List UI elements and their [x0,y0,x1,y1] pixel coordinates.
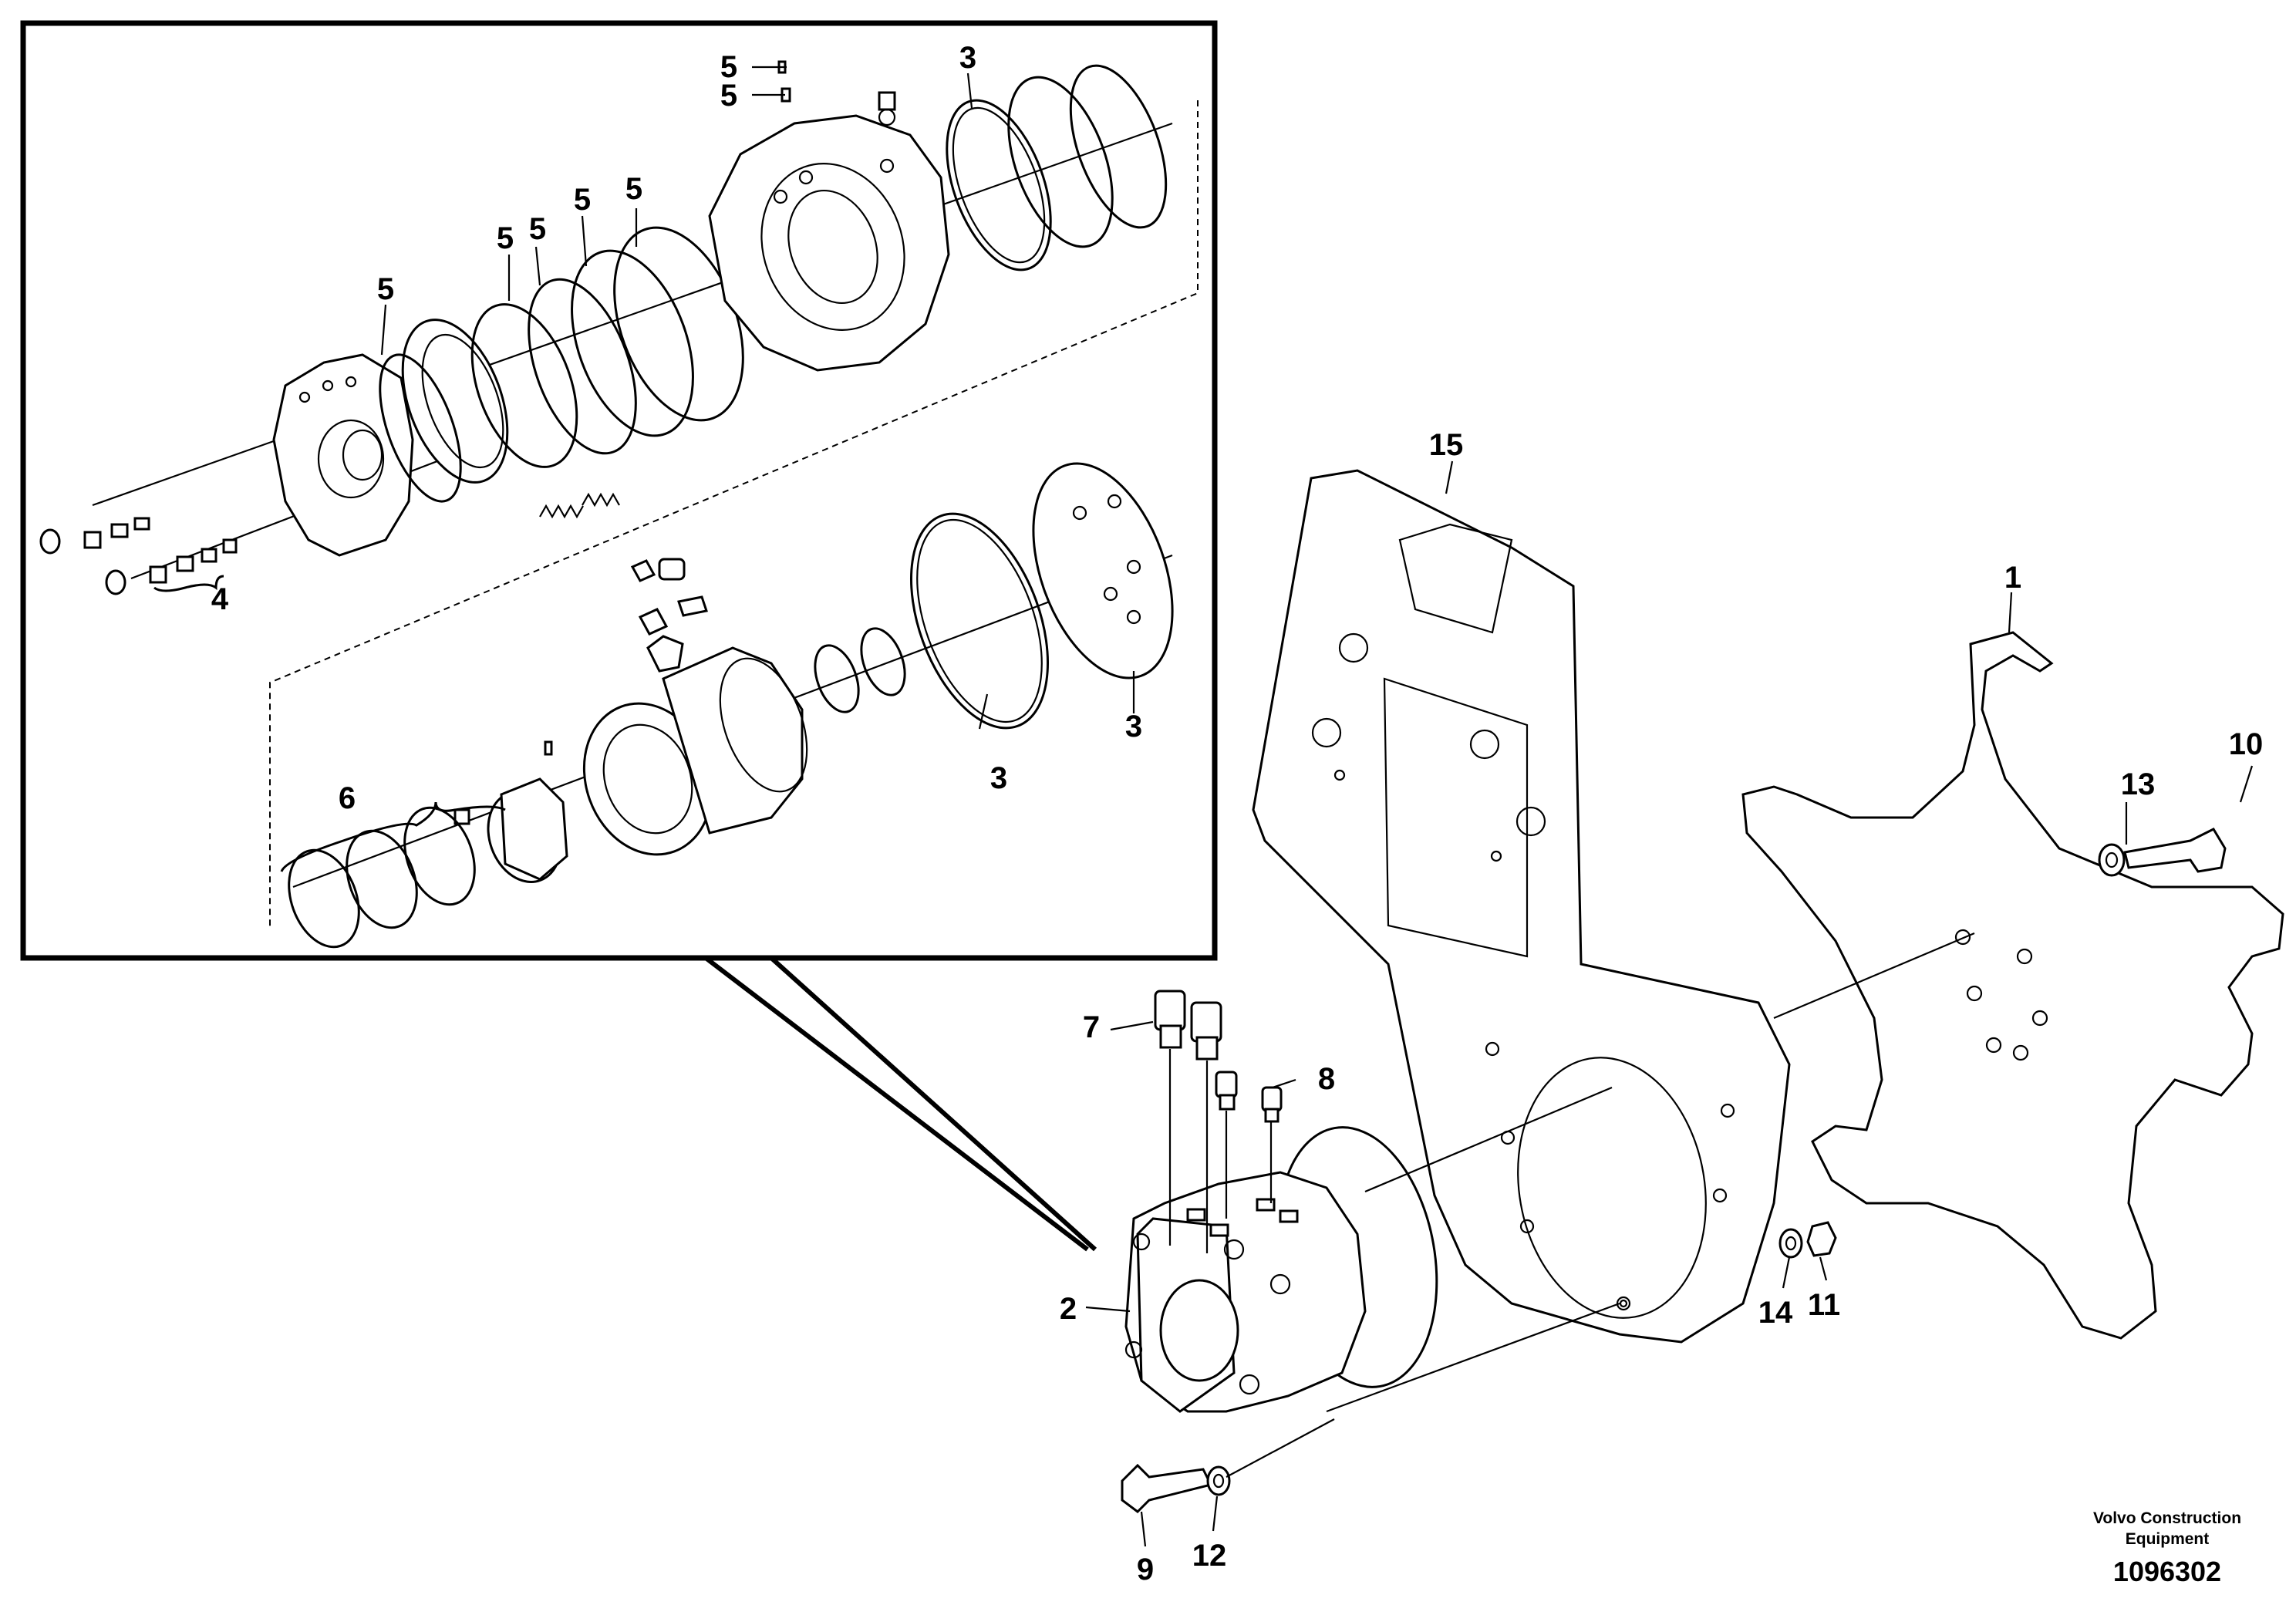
callout-5-a: 5 [720,50,737,84]
callout-15: 15 [1429,428,1464,462]
callout-10: 10 [2229,727,2264,761]
callout-4: 4 [211,582,229,616]
callout-2: 2 [1060,1292,1077,1326]
callout-5-e: 5 [529,212,546,246]
end-cover [1032,462,1174,679]
washer-12 [1206,1465,1231,1496]
callout-3-middle: 3 [990,761,1007,795]
callout-5-d: 5 [574,183,591,217]
callout-6: 6 [339,781,356,815]
callout-5-f: 5 [497,221,514,255]
callout-13: 13 [2121,767,2156,801]
bolt-9 [1121,1463,1213,1513]
brake-hub [487,777,568,883]
hydraulic-motor [1124,1126,1438,1413]
gear-set [582,646,808,856]
callout-12: 12 [1192,1539,1227,1573]
star-plate [1741,631,2284,1340]
springs [539,492,620,519]
callout-5-c: 5 [625,172,642,206]
callout-8: 8 [1318,1062,1335,1096]
callout-3-right: 3 [1125,710,1142,744]
mounting-bracket [1252,469,1791,1344]
brand-line-2: Equipment [2126,1530,2210,1548]
callout-11: 11 [1808,1288,1840,1322]
valve-head [272,353,414,557]
hose-fittings [1154,990,1283,1253]
brand-line-1: Volvo Construction [2093,1509,2241,1527]
callout-7: 7 [1083,1010,1100,1044]
port-plate [401,319,509,484]
callout-5-b: 5 [720,79,737,113]
distributor-housing [708,114,950,372]
callout-5-g: 5 [377,272,394,306]
callout-3-top: 3 [959,41,976,75]
document-number: 1096302 [2113,1556,2221,1587]
callout-9: 9 [1137,1553,1154,1587]
bolt-10 [2123,828,2227,873]
washer-13 [2098,843,2126,877]
callout-14: 14 [1758,1296,1793,1330]
washer-14 [1778,1228,1803,1259]
nut-11 [1806,1221,1837,1257]
piston-rings [280,801,506,949]
check-valve-parts [39,517,238,595]
detail-inset [20,20,1218,1252]
callout-1: 1 [2004,561,2021,595]
